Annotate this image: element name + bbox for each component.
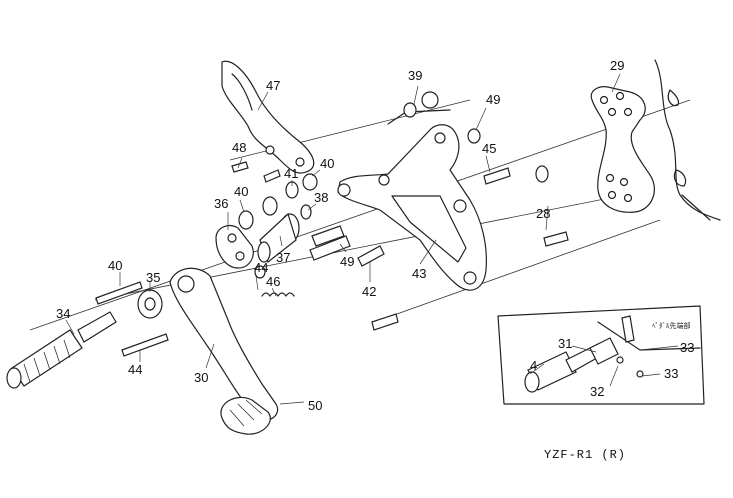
callout-40-b: 40	[320, 156, 334, 171]
callout-46: 46	[266, 274, 280, 289]
callout-44-a: 44	[254, 260, 268, 275]
heel-guard-47	[221, 60, 315, 174]
callout-30: 30	[194, 370, 208, 385]
callout-37: 37	[276, 250, 290, 265]
callout-29: 29	[610, 58, 624, 73]
footpeg-34	[6, 311, 117, 389]
callout-35: 35	[146, 270, 160, 285]
callout-45: 45	[482, 141, 496, 156]
bushing-37	[257, 212, 300, 263]
callout-47: 47	[266, 78, 280, 93]
inset-detail	[497, 305, 705, 405]
lever-30	[169, 267, 279, 435]
diagram-caption: YZF-R1 (R)	[544, 448, 626, 462]
callout-42: 42	[362, 284, 376, 299]
plate-29	[590, 86, 655, 213]
spring-46	[261, 292, 295, 297]
leader-lines	[65, 73, 679, 405]
callout-34: 34	[56, 306, 70, 321]
callouts: 47 39 49 29 48 45 40 41 40 38 36 28 37 4…	[56, 58, 694, 413]
pivot-35	[137, 289, 163, 319]
collar-36	[215, 225, 254, 269]
callout-43: 43	[412, 266, 426, 281]
callout-49-lower: 49	[340, 254, 354, 269]
callout-40-c: 40	[108, 258, 122, 273]
callout-49-upper: 49	[486, 92, 500, 107]
callout-33-b: 33	[664, 366, 678, 381]
callout-48: 48	[232, 140, 246, 155]
callout-50: 50	[308, 398, 322, 413]
callout-40-a: 40	[234, 184, 248, 199]
bolts	[95, 161, 569, 357]
callout-41: 41	[284, 166, 298, 181]
callout-32: 32	[590, 384, 604, 399]
callout-31: 31	[558, 336, 572, 351]
small-parts	[238, 91, 549, 279]
callout-39: 39	[408, 68, 422, 83]
callout-36: 36	[214, 196, 228, 211]
frame-rail	[654, 59, 721, 221]
callout-28: 28	[536, 206, 550, 221]
alignment-lines	[29, 99, 691, 331]
callout-33-a: 33	[680, 340, 694, 355]
inset-note: ﾍﾟﾀﾞﾙ先端部	[652, 321, 691, 330]
callout-4: 4	[530, 358, 537, 373]
callout-44-b: 44	[128, 362, 142, 377]
callout-38: 38	[314, 190, 328, 205]
